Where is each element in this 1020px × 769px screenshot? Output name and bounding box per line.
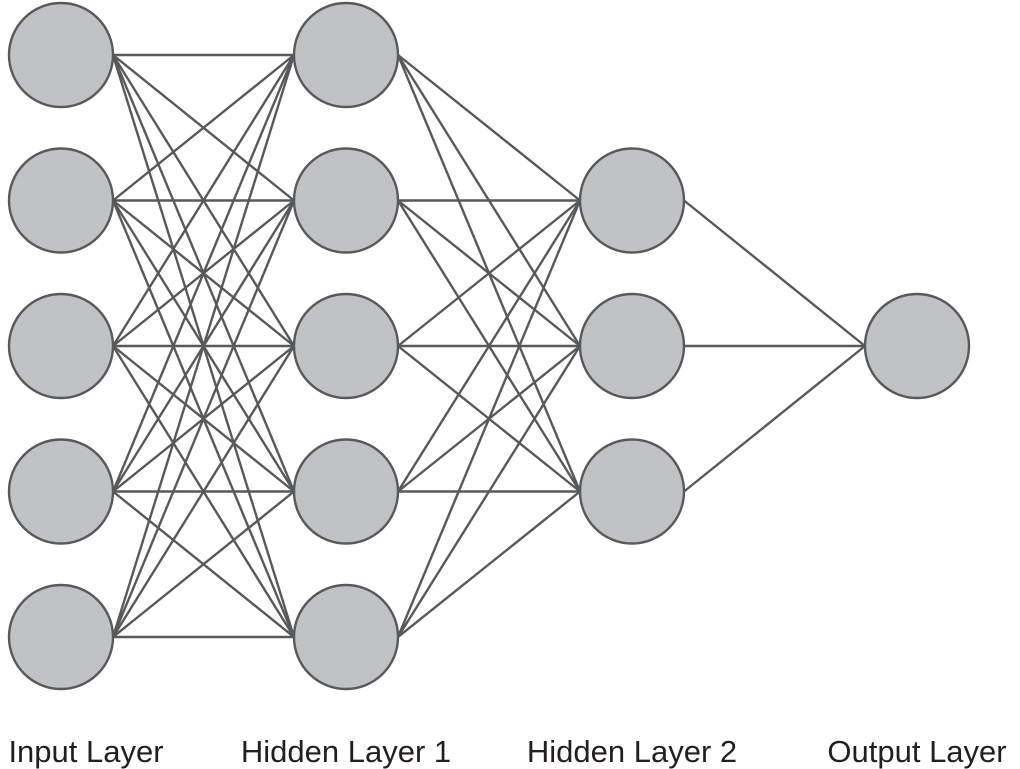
hidden-2-node-2 — [578, 292, 686, 400]
hidden-1-node-2 — [292, 147, 400, 254]
connection-line-l1-n5-to-n4 — [112, 490, 295, 638]
hidden-2-node-1 — [578, 147, 686, 254]
connection-line-l2-n5-to-n1 — [396, 200, 582, 638]
input-layer-label: Input Layer — [8, 734, 163, 769]
connection-line-l3-n3-to-n1 — [683, 345, 866, 493]
hidden-layer-1-label: Hidden Layer 1 — [241, 734, 451, 769]
connection-line-l1-n2-to-n1 — [112, 54, 295, 202]
connection-line-l3-n1-to-n1 — [683, 199, 866, 347]
connection-line-l2-n1-to-n1 — [397, 54, 581, 202]
input-node-1 — [7, 1, 115, 109]
output-layer-label: Output Layer — [827, 734, 1006, 769]
input-node-4 — [7, 438, 115, 545]
input-node-2 — [7, 147, 115, 254]
hidden-2-node-3 — [578, 438, 686, 545]
hidden-1-node-1 — [292, 1, 400, 109]
hidden-1-node-5 — [292, 583, 400, 691]
connection-line-l2-n5-to-n2 — [396, 345, 582, 638]
connection-line-l1-n4-to-n1 — [111, 54, 296, 492]
connection-line-l2-n4-to-n1 — [396, 199, 582, 493]
connection-line-l2-n3-to-n1 — [397, 199, 581, 347]
input-node-3 — [7, 292, 115, 400]
hidden-1-node-4 — [292, 438, 400, 545]
connection-line-l1-n5-to-n2 — [111, 200, 296, 638]
connection-line-l1-n5-to-n1 — [111, 54, 296, 638]
connection-line-l1-n5-to-n3 — [111, 345, 296, 638]
input-node-5 — [7, 583, 115, 691]
connection-line-l2-n5-to-n3 — [397, 490, 581, 638]
connection-lines — [111, 53, 866, 639]
hidden-1-node-3 — [292, 292, 400, 400]
neuron-nodes — [7, 1, 971, 691]
connection-line-l1-n3-to-n1 — [111, 54, 296, 347]
layer-labels: Input Layer Hidden Layer 1 Hidden Layer … — [8, 734, 1006, 769]
hidden-layer-2-label: Hidden Layer 2 — [527, 734, 737, 769]
output-node-1 — [863, 292, 971, 400]
